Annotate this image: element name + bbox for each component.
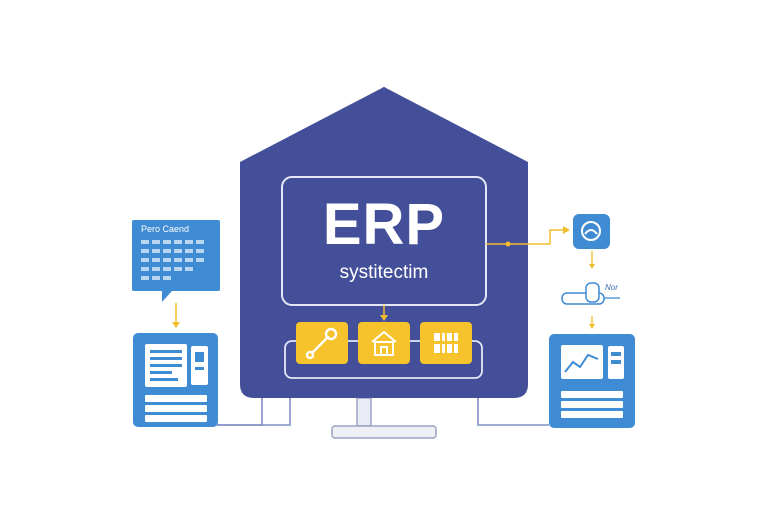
calendar-grid: [141, 240, 204, 280]
right-device-label: Nor: [605, 283, 618, 292]
monitor-stand: [331, 397, 437, 439]
trend-line-icon: [564, 353, 599, 373]
left-chat-card: [132, 220, 220, 302]
left-card-label: Pero Caend: [141, 224, 190, 234]
wrench-icon: [305, 327, 338, 360]
right-arrow-down-1: [589, 251, 595, 269]
left-arrow-down: [172, 303, 180, 328]
house-icon: [371, 331, 397, 356]
erp-house: [240, 87, 528, 398]
globe-hand-icon: [581, 221, 601, 241]
module-house[interactable]: [358, 322, 410, 364]
module-windows[interactable]: [420, 322, 472, 364]
left-server: [133, 333, 218, 427]
erp-title: ERP: [322, 192, 446, 257]
erp-subtitle: systitectim: [339, 262, 429, 283]
right-connector: [486, 226, 570, 247]
windows-grid-icon: [434, 333, 458, 353]
right-device: [561, 282, 620, 305]
right-arrow-down-2: [589, 316, 595, 329]
right-app-icon[interactable]: [573, 214, 610, 249]
right-server: [549, 334, 635, 428]
screen-to-modules-arrow: [380, 305, 388, 321]
module-wrench[interactable]: [296, 322, 348, 364]
